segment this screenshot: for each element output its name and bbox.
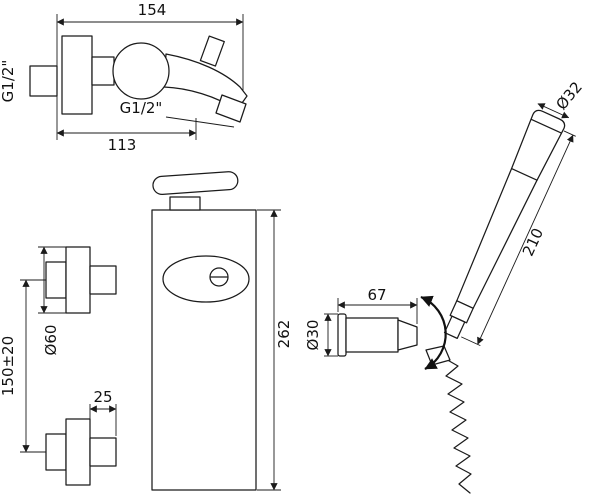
shower-hose xyxy=(443,357,472,494)
connector-width-label: 25 xyxy=(93,388,112,406)
bracket-length-label: 67 xyxy=(367,286,386,304)
hand-shower-dimensions xyxy=(461,103,576,347)
nipple xyxy=(45,261,67,299)
body-neck-top xyxy=(91,56,115,86)
hose-coil xyxy=(443,357,472,494)
hand-shower: 210 Ø32 xyxy=(443,78,586,347)
leader-line xyxy=(165,116,235,128)
escutcheon-dia-label: Ø60 xyxy=(42,325,60,356)
bracket-flange xyxy=(337,313,347,357)
spout-thread-label: G1/2" xyxy=(120,99,163,117)
front-view: 150±20 Ø60 25 262 xyxy=(0,171,293,491)
inlet-pipe xyxy=(29,65,58,97)
inlet-thread-label: G1/2" xyxy=(0,60,17,103)
inlet-spacing-label: 150±20 xyxy=(0,336,17,396)
diverter-escutcheon xyxy=(162,255,250,303)
mixer-body xyxy=(151,209,257,491)
connector xyxy=(89,437,117,467)
lever-handle xyxy=(152,171,239,195)
extension-line xyxy=(461,336,481,347)
bracket-body xyxy=(345,317,399,353)
connector xyxy=(89,265,117,295)
dim-width-label: 154 xyxy=(138,1,167,19)
wall-escutcheon-top xyxy=(61,35,93,115)
wall-escutcheon xyxy=(65,418,91,486)
front-view-dimensions xyxy=(20,209,281,491)
diverter-knob-shape xyxy=(199,35,225,67)
bracket-dimensions xyxy=(324,298,418,357)
dim-depth-label: 113 xyxy=(108,136,137,154)
head-dia-label: Ø32 xyxy=(552,78,586,113)
wall-bracket: 67 Ø30 xyxy=(304,286,451,370)
bracket-socket xyxy=(397,319,418,351)
ball-joint xyxy=(112,42,170,100)
dim-line-210 xyxy=(477,134,574,345)
hose-nut xyxy=(443,315,466,340)
bracket-dia-label: Ø30 xyxy=(304,320,322,351)
aerator xyxy=(215,94,247,123)
lower-wall-connection xyxy=(45,418,117,486)
cartridge-neck xyxy=(169,196,201,211)
body-height-label: 262 xyxy=(275,320,293,349)
rotation-arrow xyxy=(420,295,447,370)
spray-face-line xyxy=(531,118,562,134)
lever-handle-shape xyxy=(152,171,239,195)
extension-line xyxy=(563,130,576,137)
shower-outline xyxy=(456,109,566,309)
nipple xyxy=(45,433,67,471)
top-view: 154 G1/2" G1/2" 113 xyxy=(0,1,248,154)
diverter-knob-top xyxy=(199,35,225,67)
shower-length-label: 210 xyxy=(519,225,547,259)
dim-line-32 xyxy=(537,103,570,119)
wall-escutcheon xyxy=(65,246,91,314)
hand-shower-body: 210 xyxy=(443,103,576,347)
upper-wall-connection xyxy=(45,246,117,314)
hose-connector-nut xyxy=(425,345,451,366)
